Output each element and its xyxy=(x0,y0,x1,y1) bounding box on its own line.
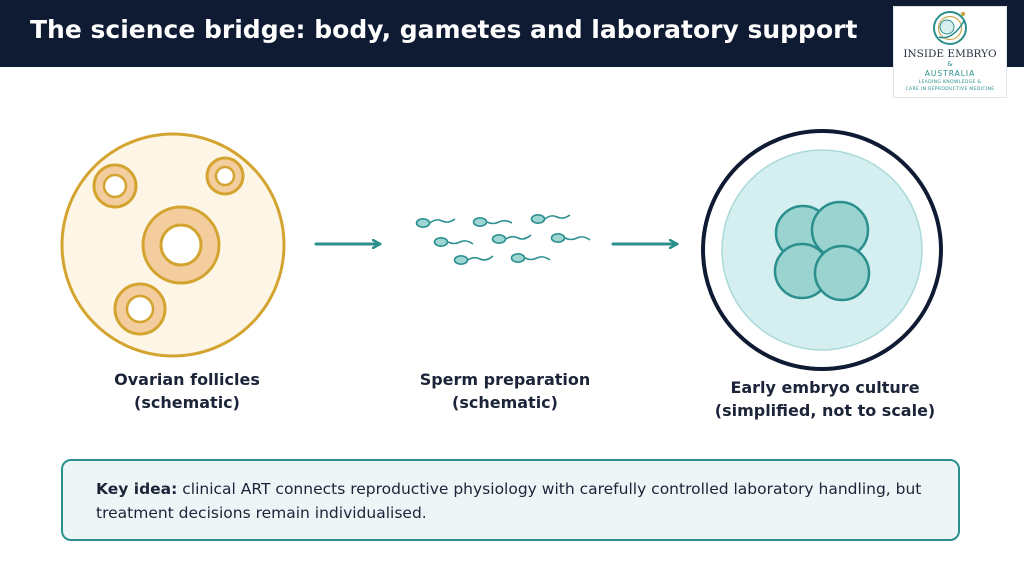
ovary-illustration xyxy=(60,132,286,358)
follicle-large xyxy=(141,205,221,285)
blastomere xyxy=(813,244,871,302)
embryo-label: Early embryo culture (simplified, not to… xyxy=(700,376,950,422)
logo-name: INSIDE EMBRYO xyxy=(903,48,997,60)
follicle-top-right xyxy=(205,156,245,196)
sperm-cell xyxy=(510,253,551,264)
sperm-cell xyxy=(433,237,474,248)
sperm-cell xyxy=(453,255,494,266)
logo-separator: & xyxy=(947,60,953,68)
key-idea-box: Key idea: clinical ART connects reproduc… xyxy=(61,459,960,541)
sperm-illustration xyxy=(415,214,591,266)
sperm-cell xyxy=(491,234,532,245)
sperm-label: Sperm preparation (schematic) xyxy=(390,368,620,414)
embryo-illustration xyxy=(701,129,943,371)
ovary-label-line2: (schematic) xyxy=(134,393,240,412)
logo-tagline-line1: LEADING KNOWLEDGE & xyxy=(918,80,982,85)
ovary-label-line1: Ovarian follicles xyxy=(114,370,260,389)
embryo-cells xyxy=(773,200,871,302)
sperm-label-line2: (schematic) xyxy=(452,393,558,412)
page-title: The science bridge: body, gametes and la… xyxy=(30,15,858,44)
logo-country: AUSTRALIA xyxy=(924,69,976,78)
key-idea-label: Key idea: xyxy=(96,480,178,498)
sperm-cell xyxy=(550,233,591,244)
embryo-label-line2: (simplified, not to scale) xyxy=(714,401,936,420)
sperm-cell xyxy=(415,218,456,229)
key-idea-body: clinical ART connects reproductive physi… xyxy=(96,480,922,522)
brand-logo: INSIDE EMBRYO & AUSTRALIA LEADING KNOWLE… xyxy=(893,6,1007,98)
sperm-cell xyxy=(472,217,513,228)
ovary-label: Ovarian follicles (schematic) xyxy=(72,368,302,414)
header-bar: The science bridge: body, gametes and la… xyxy=(0,0,1024,67)
key-idea-text: Key idea: clinical ART connects reproduc… xyxy=(96,477,956,525)
logo-tagline-line2: CARE IN REPRODUCTIVE MEDICINE xyxy=(905,87,995,92)
embryo-label-line1: Early embryo culture xyxy=(730,378,920,397)
follicle-bottom-left xyxy=(113,282,167,336)
follicle-top-left xyxy=(92,163,138,209)
logo-emblem-icon xyxy=(933,11,967,45)
sperm-cell xyxy=(530,214,571,225)
sperm-label-line1: Sperm preparation xyxy=(419,370,591,389)
